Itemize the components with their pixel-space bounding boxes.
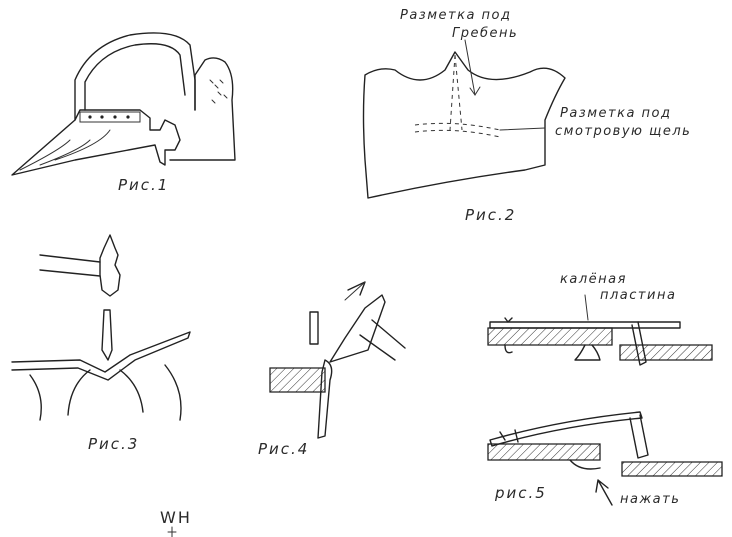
fig3-caption: Рис.3 xyxy=(88,435,140,453)
press-label: нажать xyxy=(620,492,681,507)
signature: WH xyxy=(160,508,192,527)
hardened-plate-label-line2: пластина xyxy=(600,288,677,303)
edge-bend-drawing xyxy=(269,281,406,439)
hardened-plate-label-line1: калёная xyxy=(560,272,627,287)
fig2-caption: Рис.2 xyxy=(465,206,517,224)
crest-marking-label-line2: Гребень xyxy=(452,26,519,41)
fig1-caption: Рис.1 xyxy=(118,176,170,194)
signature-mark xyxy=(167,526,177,537)
fig4-caption: Рис.4 xyxy=(258,440,310,458)
crest-marking-label-line1: Разметка под xyxy=(400,8,512,23)
slit-marking-label-line1: Разметка под xyxy=(560,106,672,121)
tool-drawing xyxy=(487,294,723,506)
fold-drawing xyxy=(11,234,191,421)
fig5-caption: рис.5 xyxy=(495,484,547,502)
slit-marking-label-line2: смотровую щель xyxy=(555,124,692,139)
helmet-drawing xyxy=(11,32,236,176)
crest-pattern-drawing xyxy=(362,39,566,199)
